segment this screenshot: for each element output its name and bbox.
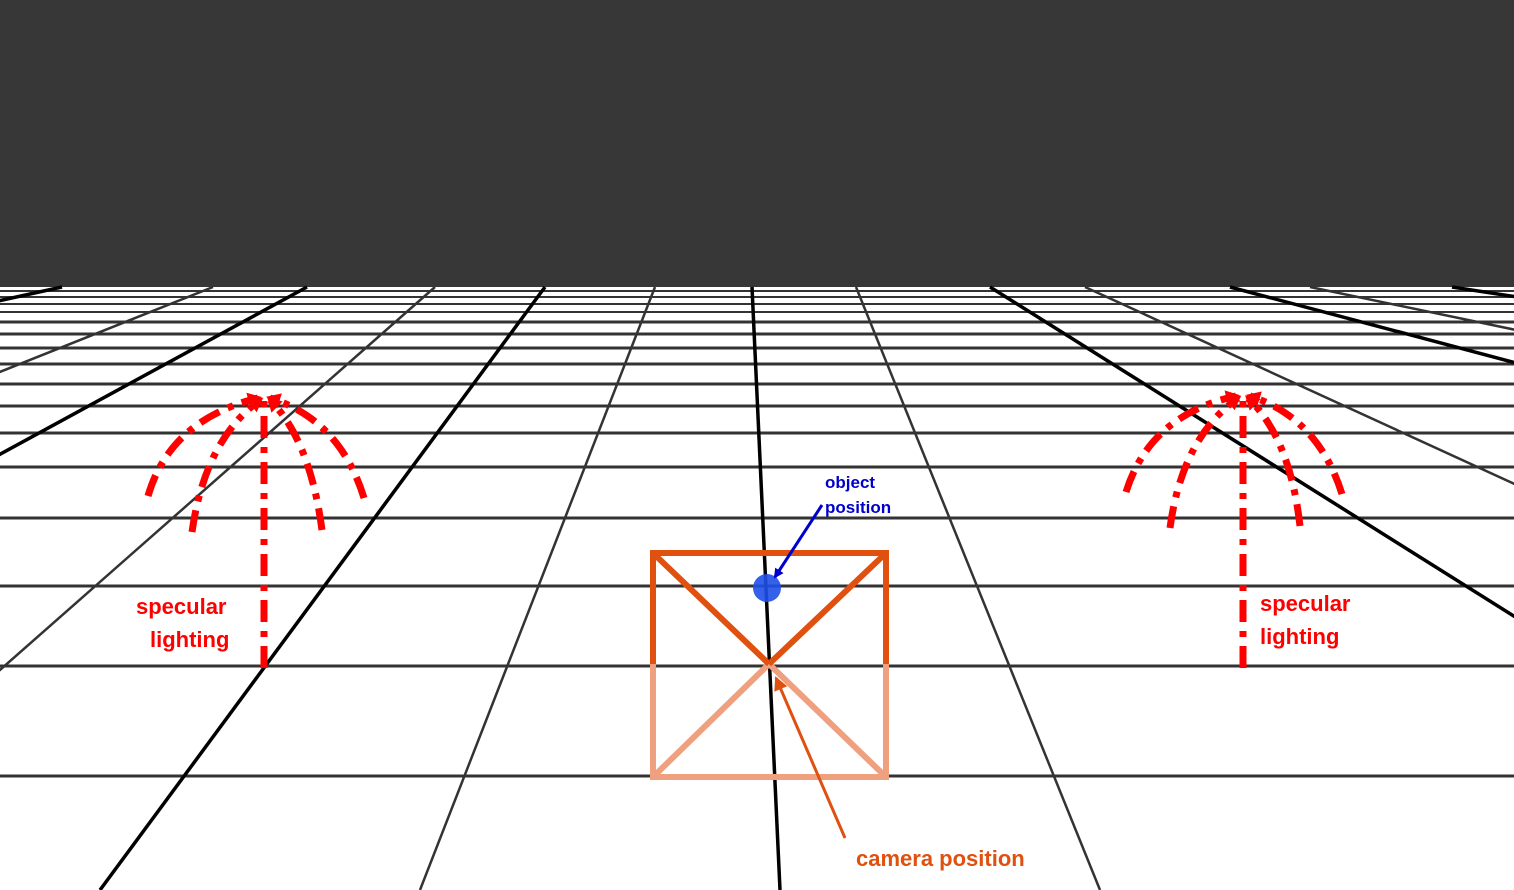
grid-receding-line [418, 286, 657, 890]
specular-ray-left-outer-2 [266, 393, 368, 500]
camera-position-arrow [774, 676, 847, 839]
specular-ray-left-inner-1 [188, 397, 264, 533]
specular-left-label-line2: lighting [150, 627, 229, 652]
specular-lighting-right [1122, 390, 1346, 668]
camera-diagonal-lower-right [766, 661, 889, 780]
camera-frame-upper [650, 550, 889, 664]
camera-diagonal-upper-right [766, 550, 889, 667]
camera-frame-lower [650, 664, 889, 780]
grid-receding-line [0, 286, 436, 672]
grid-receding-line [1084, 285, 1514, 486]
specular-right-label-line2: lighting [1260, 624, 1339, 649]
grid-receding-line-major [0, 285, 308, 457]
specular-left-label-line1: specular [136, 594, 227, 619]
specular-ray-left-inner-2 [267, 397, 326, 531]
camera-position-label: camera position [856, 846, 1025, 871]
specular-right-label-line1: specular [1260, 591, 1351, 616]
grid-receding-line-major [98, 285, 547, 890]
specular-ray-right-inner-2 [1245, 395, 1304, 527]
sky-backdrop [0, 0, 1514, 287]
specular-ray-left-outer-1 [144, 392, 262, 497]
grid-receding-line-major [989, 285, 1514, 619]
floor-grid [0, 285, 1514, 890]
grid-receding-line [854, 286, 1102, 890]
specular-ray-right-inner-1 [1166, 395, 1242, 529]
specular-lighting-left [144, 392, 368, 668]
camera-frame [650, 550, 889, 780]
object-position-arrow [773, 504, 824, 579]
camera-diagonal-lower-left [650, 661, 772, 780]
object-label-line2: position [825, 498, 891, 517]
specular-ray-right-outer-1 [1122, 390, 1240, 494]
object-position-dot [753, 574, 781, 602]
object-label-line1: object [825, 473, 875, 492]
camera-diagonal-upper-left [650, 550, 772, 667]
specular-ray-right-outer-2 [1246, 391, 1346, 496]
